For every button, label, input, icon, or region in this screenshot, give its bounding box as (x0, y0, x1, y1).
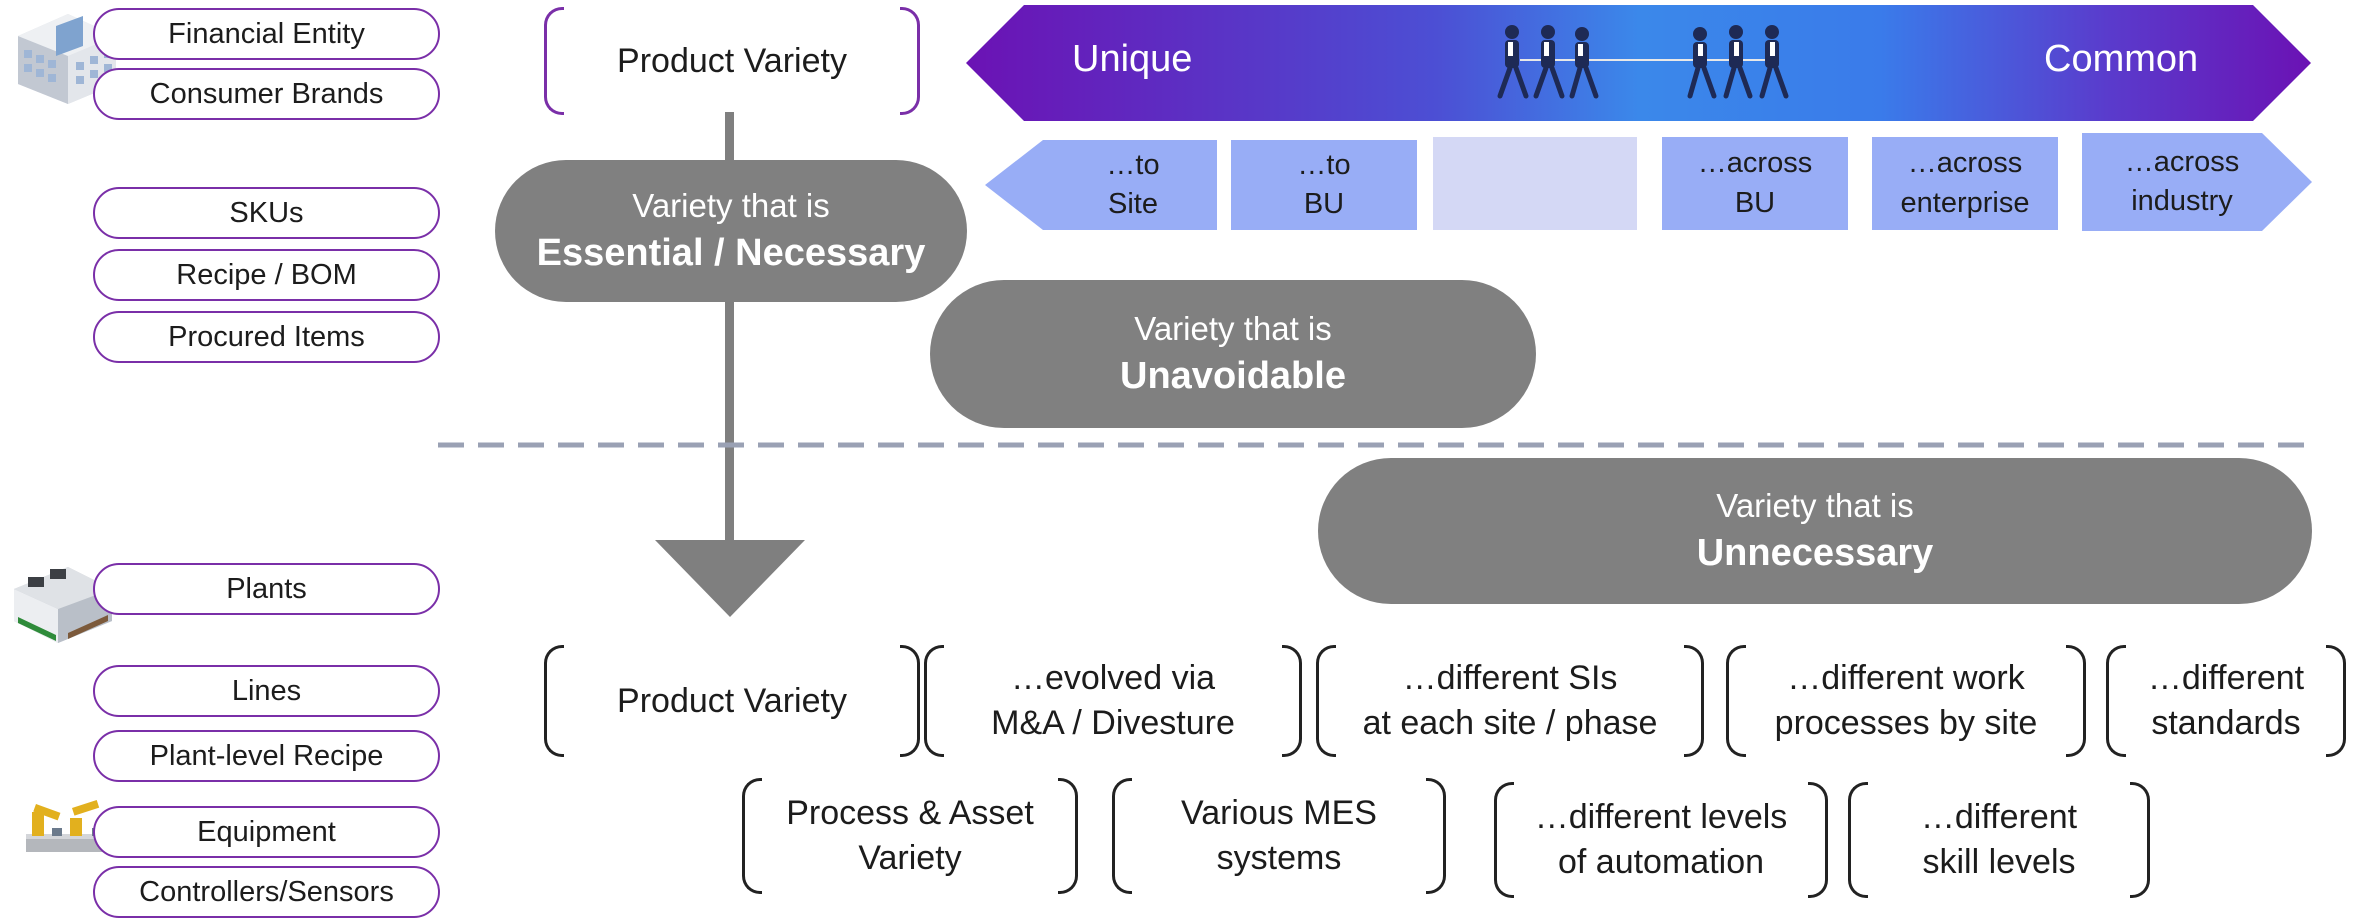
scope-empty (1433, 137, 1637, 230)
capsule-unnecessary-line1: Variety that is (1716, 487, 1914, 525)
scope-across-bu: …across BU (1662, 137, 1848, 230)
bottom-evolved-via-ma: …evolved via M&A / Divesture (924, 645, 1302, 757)
bottom-automation-line2: of automation (1557, 843, 1765, 881)
bottom-process-asset-variety: Process & Asset Variety (742, 778, 1078, 894)
scope-to-site-arrow-shape (985, 140, 1217, 230)
capsule-unavoidable-line1: Variety that is (1134, 310, 1332, 348)
scope-across-industry-line2: industry (2131, 185, 2233, 217)
category-plants: Plants (93, 563, 440, 615)
spectrum-label-unique: Unique (1072, 38, 1193, 80)
capsule-essential: Variety that is Essential / Necessary (495, 160, 967, 302)
capsule-unavoidable-line2: Unavoidable (1120, 354, 1346, 397)
scope-across-industry: …across industry (2082, 133, 2282, 231)
bottom-different-standards: …different standards (2106, 645, 2346, 757)
product-variety-top-label: Product Variety (617, 41, 847, 80)
unique-common-banner (966, 5, 2311, 121)
procured-items-label: Procured Items (168, 320, 365, 353)
capsule-unnecessary: Variety that is Unnecessary (1318, 458, 2312, 604)
bottom-skill-levels-line1: …different (1920, 798, 2078, 837)
bottom-different-work-processes-line1: …different work (1787, 659, 2025, 698)
spectrum-label-common: Common (2044, 38, 2199, 80)
downward-arrow (655, 112, 805, 617)
bottom-process-asset-line2: Variety (858, 839, 962, 877)
scope-to-site: …to Site (1050, 140, 1216, 230)
bottom-product-variety-line1: Product Variety (617, 681, 847, 720)
bottom-skill-levels-line2: skill levels (1922, 843, 2076, 881)
bottom-different-work-processes-line2: processes by site (1774, 704, 2038, 742)
category-controllers-sensors: Controllers/Sensors (93, 866, 440, 918)
product-variety-top: Product Variety (544, 7, 920, 115)
category-plant-level-recipe: Plant-level Recipe (93, 730, 440, 782)
controllers-sensors-label: Controllers/Sensors (139, 875, 394, 908)
scope-to-site-line1: …to (1106, 148, 1160, 181)
category-procured-items: Procured Items (93, 311, 440, 363)
bottom-different-skill-levels: …different skill levels (1848, 782, 2150, 898)
scope-to-bu-line1: …to (1297, 148, 1351, 181)
bottom-different-work-processes: …different work processes by site (1726, 645, 2086, 757)
bottom-different-standards-line1: …different (2147, 659, 2305, 698)
bottom-evolved-via-ma-line1: …evolved via (1010, 659, 1216, 698)
category-equipment: Equipment (93, 806, 440, 858)
bottom-product-variety: Product Variety (544, 645, 920, 757)
bottom-various-mes-systems: Various MES systems (1112, 778, 1446, 894)
building-icon (18, 14, 116, 104)
lines-label: Lines (231, 674, 302, 707)
divider-line (438, 442, 2318, 448)
capsule-unnecessary-line2: Unnecessary (1696, 531, 1934, 574)
bottom-different-standards-line2: standards (2151, 704, 2301, 742)
bottom-evolved-via-ma-line2: M&A / Divesture (991, 704, 1235, 742)
category-recipe-bom: Recipe / BOM (93, 249, 440, 301)
bottom-different-sis-line1: …different SIs (1402, 659, 1618, 698)
plant-building-icon (14, 567, 112, 643)
scope-across-enterprise-line2: enterprise (1900, 186, 2030, 219)
scope-to-bu-line2: BU (1303, 188, 1345, 220)
scope-across-bu-line2: BU (1734, 186, 1776, 219)
bottom-process-asset-line1: Process & Asset (786, 794, 1034, 833)
bottom-different-levels-automation: …different levels of automation (1494, 782, 1828, 898)
scope-across-enterprise: …across enterprise (1872, 137, 2058, 230)
scope-across-industry-line1: …across (2124, 145, 2240, 178)
scope-to-site-line2: Site (1108, 188, 1158, 220)
tug-of-war-icon (1497, 25, 1789, 99)
bottom-various-mes-line2: systems (1216, 839, 1342, 877)
plants-label: Plants (226, 572, 307, 605)
capsule-essential-line1: Variety that is (632, 187, 830, 225)
category-consumer-brands: Consumer Brands (93, 68, 440, 120)
scope-across-enterprise-line1: …across (1907, 147, 2023, 180)
category-financial-entity: Financial Entity (93, 8, 440, 60)
consumer-brands-label: Consumer Brands (149, 77, 384, 110)
scope-across-bu-line1: …across (1697, 147, 1813, 180)
bottom-automation-line1: …different levels (1534, 798, 1788, 837)
bottom-different-sis: …different SIs at each site / phase (1316, 645, 1704, 757)
bottom-different-sis-line2: at each site / phase (1362, 704, 1658, 742)
skus-label: SKUs (229, 196, 304, 229)
capsule-unavoidable: Variety that is Unavoidable (930, 280, 1536, 428)
bottom-various-mes-line1: Various MES (1181, 794, 1377, 833)
scope-to-bu: …to BU (1231, 140, 1417, 230)
plant-level-recipe-label: Plant-level Recipe (149, 739, 384, 772)
scope-across-industry-arrow-shape (2082, 133, 2312, 231)
recipe-bom-label: Recipe / BOM (176, 258, 357, 291)
financial-entity-label: Financial Entity (168, 17, 365, 50)
category-lines: Lines (93, 665, 440, 717)
equipment-label: Equipment (197, 815, 336, 848)
capsule-essential-line2: Essential / Necessary (536, 231, 926, 274)
category-skus: SKUs (93, 187, 440, 239)
